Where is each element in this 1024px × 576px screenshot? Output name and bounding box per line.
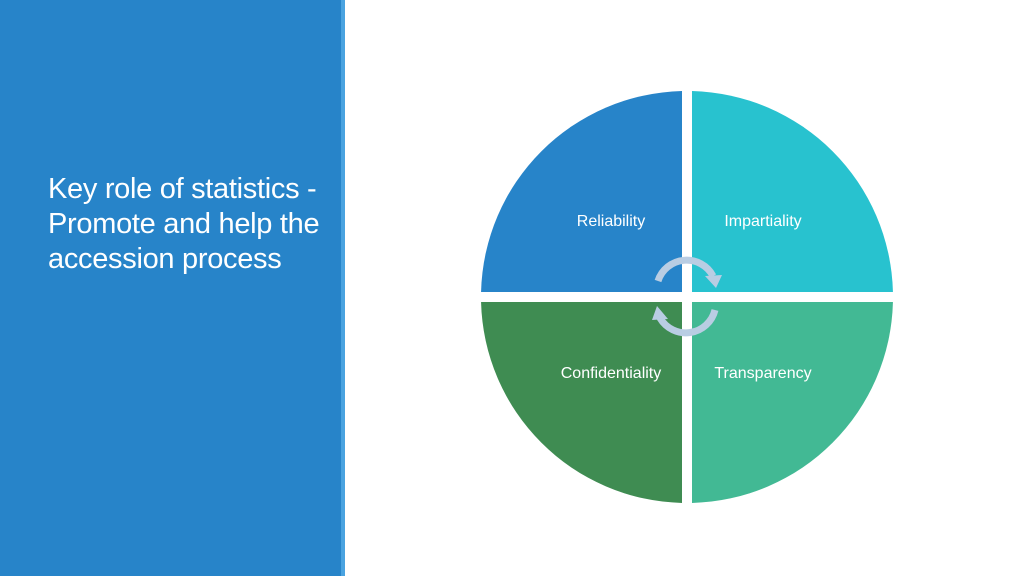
cycle-arrows-icon [652, 256, 722, 337]
label-confidentiality: Confidentiality [561, 365, 662, 382]
label-reliability: Reliability [577, 213, 645, 230]
quadrant-impartiality [692, 91, 893, 292]
arrow-head-bottom [652, 306, 668, 320]
sidebar-panel [0, 0, 341, 576]
label-impartiality: Impartiality [724, 213, 801, 230]
quadrant-reliability [481, 91, 682, 292]
quadrant-confidentiality [481, 302, 682, 503]
arrow-arc-bottom [656, 308, 719, 337]
quadrant-transparency [692, 302, 893, 503]
sidebar-edge [341, 0, 345, 576]
arrow-head-top [705, 275, 722, 288]
arrow-arc-top [654, 256, 717, 283]
label-transparency: Transparency [714, 365, 811, 382]
slide-title: Key role of statistics - Promote and hel… [48, 173, 320, 275]
